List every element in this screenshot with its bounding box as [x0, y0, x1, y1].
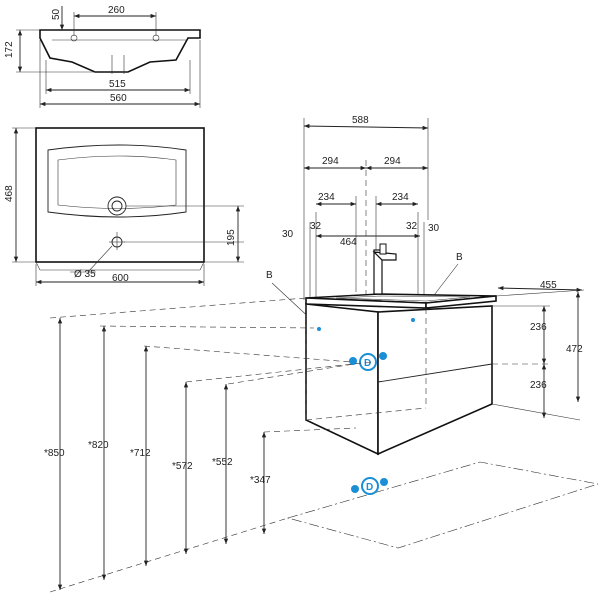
dim-260: 260 [108, 5, 125, 16]
drain-connection-lower-icon: D [351, 477, 388, 495]
section-view: 260 50 172 515 560 [4, 5, 201, 108]
height-850: *850 [44, 448, 65, 459]
dim-32-left: 32 [310, 221, 322, 232]
plan-view: 468 195 Ø 35 600 [4, 127, 244, 286]
height-347: *347 [250, 475, 271, 486]
basin-section-outline [39, 29, 201, 73]
dim-236-bottom: 236 [530, 380, 547, 391]
dim-294-left: 294 [322, 156, 339, 167]
dim-515: 515 [109, 79, 126, 90]
dim-30-left: 30 [282, 229, 294, 240]
dim-234-left: 234 [318, 192, 335, 203]
dim-30-right: 30 [428, 223, 440, 234]
dim-600: 600 [112, 273, 129, 284]
dim-hole-diameter: Ø 35 [74, 269, 96, 280]
dim-294-right: 294 [384, 156, 401, 167]
dim-50: 50 [51, 8, 62, 20]
dim-32-right: 32 [406, 221, 418, 232]
label-b-right: B [456, 252, 463, 263]
height-572: *572 [172, 461, 193, 472]
point-b-right-icon [411, 318, 415, 322]
isometric-view: 588 294 294 234 234 30 32 464 32 30 B B [44, 115, 599, 593]
dim-195: 195 [226, 229, 237, 246]
faucet-icon [372, 243, 397, 295]
height-552: *552 [212, 457, 233, 468]
point-b-left-icon [317, 327, 321, 331]
dim-234-right: 234 [392, 192, 409, 203]
bowl-outline [47, 144, 187, 218]
dim-472: 472 [566, 344, 583, 355]
dim-588: 588 [352, 115, 369, 126]
label-b-left: B [266, 270, 273, 281]
connector-d-lower: D [366, 482, 373, 493]
dim-236-top: 236 [530, 322, 547, 333]
dim-172: 172 [4, 41, 15, 58]
drain-connection-upper-icon: D [349, 352, 387, 371]
height-712: *712 [130, 448, 151, 459]
dim-468: 468 [4, 185, 15, 202]
dim-464: 464 [340, 237, 357, 248]
floor-outline [286, 461, 599, 549]
vanity-cabinet [305, 293, 497, 456]
dim-455: 455 [540, 280, 557, 291]
connector-d-upper: D [364, 358, 371, 369]
dim-560: 560 [110, 93, 127, 104]
height-820: *820 [88, 440, 109, 451]
